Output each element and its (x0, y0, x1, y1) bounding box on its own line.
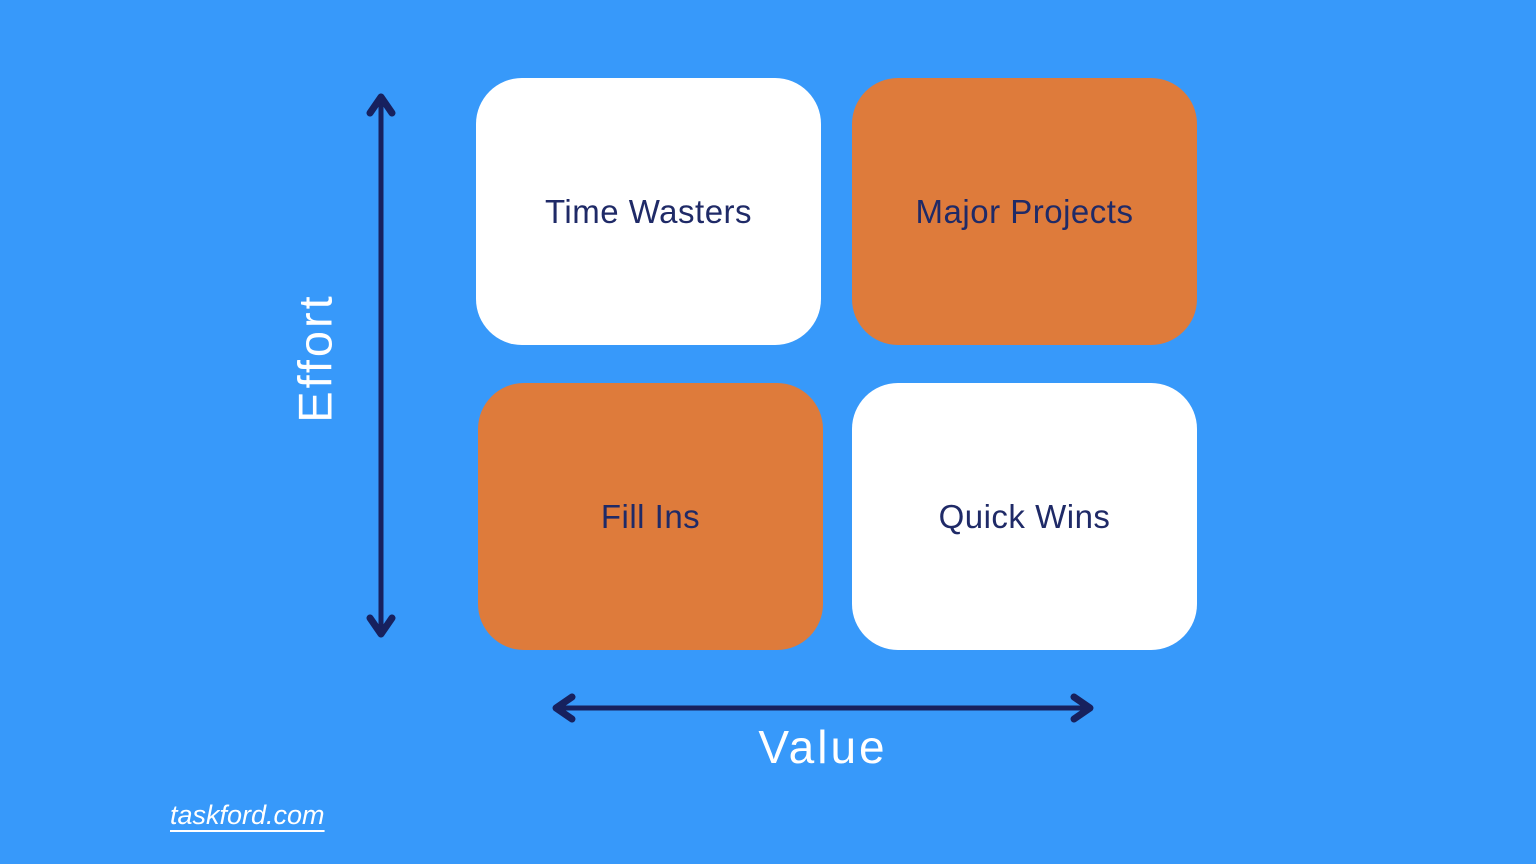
quadrant-label: Major Projects (915, 192, 1134, 230)
quadrant-time-wasters: Time Wasters (476, 78, 821, 345)
quadrant-major-projects: Major Projects (852, 78, 1197, 345)
quadrant-label: Fill Ins (600, 497, 701, 535)
quadrant-label: Time Wasters (544, 192, 753, 230)
quadrant-label: Quick Wins (938, 497, 1111, 535)
value-axis-label: Value (758, 721, 888, 773)
taskford-link[interactable]: taskford.com (170, 800, 325, 830)
effort-axis-label: Effort (288, 293, 342, 423)
quadrant-quick-wins: Quick Wins (852, 383, 1197, 650)
value-axis-arrow (552, 693, 1094, 723)
effort-axis-arrow (366, 93, 396, 638)
quadrant-fill-ins: Fill Ins (478, 383, 823, 650)
